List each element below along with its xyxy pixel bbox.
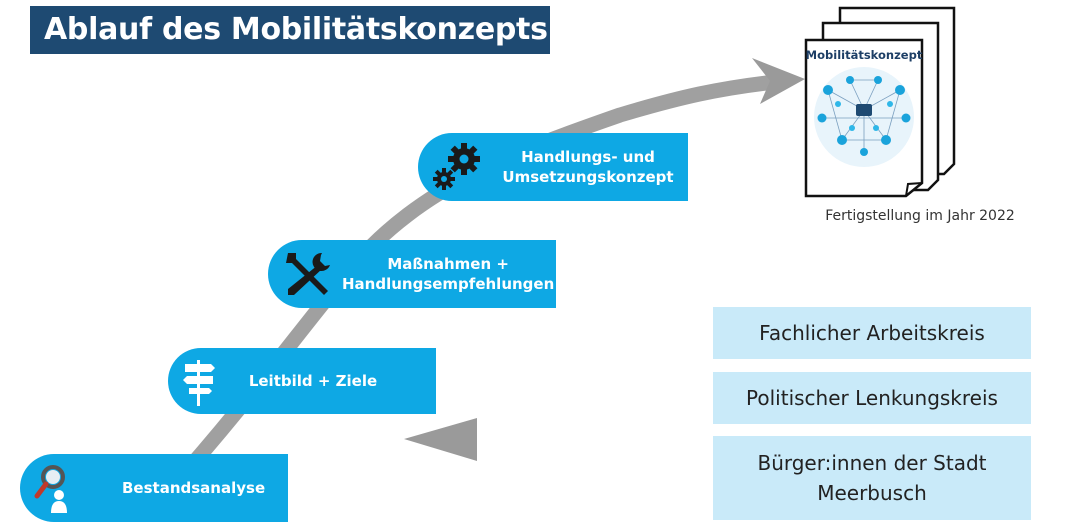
step-massnahmen: Maßnahmen + Handlungsempfehlungen xyxy=(268,240,556,308)
feedback-triangle xyxy=(404,418,477,461)
group-fachlicher-arbeitskreis: Fachlicher Arbeitskreis xyxy=(713,307,1031,359)
step-handlungskonzept: Handlungs- und Umsetzungskonzept xyxy=(418,133,688,201)
step-label-line: Bestandsanalyse xyxy=(122,479,266,497)
step-label-line: Leitbild + Ziele xyxy=(248,372,378,390)
group-label-line: Politischer Lenkungskreis xyxy=(746,386,998,410)
step-label-line: Handlungs- und xyxy=(521,148,655,166)
gears-icon xyxy=(418,133,498,201)
network-illustration xyxy=(814,67,914,167)
document-caption: Fertigstellung im Jahr 2022 xyxy=(825,208,1015,224)
group-label-line: Meerbusch xyxy=(817,481,927,505)
step-label-line: Umsetzungskonzept xyxy=(502,168,674,186)
signpost-icon xyxy=(168,348,230,414)
step-leitbild-ziele: Leitbild + Ziele xyxy=(168,348,436,414)
flow-arrowhead xyxy=(752,58,805,104)
step-label-line: Handlungsempfehlungen xyxy=(342,275,555,293)
document-stack-icon: Mobilitätskonzept xyxy=(804,6,956,198)
document-title: Mobilitätskonzept xyxy=(806,48,923,62)
group-politischer-lenkungskreis: Politischer Lenkungskreis xyxy=(713,372,1031,424)
group-label-line: Fachlicher Arbeitskreis xyxy=(759,321,985,345)
step-bestandsanalyse: Bestandsanalyse xyxy=(20,454,288,522)
page-title: Ablauf des Mobilitätskonzepts xyxy=(30,6,550,54)
magnifier-person-icon xyxy=(20,454,82,522)
tools-icon xyxy=(268,240,348,308)
group-label-line: Bürger:innen der Stadt xyxy=(757,451,987,475)
step-label-line: Maßnahmen + xyxy=(387,255,509,273)
group-buergerinnen: Bürger:innen der Stadt Meerbusch xyxy=(713,436,1031,520)
